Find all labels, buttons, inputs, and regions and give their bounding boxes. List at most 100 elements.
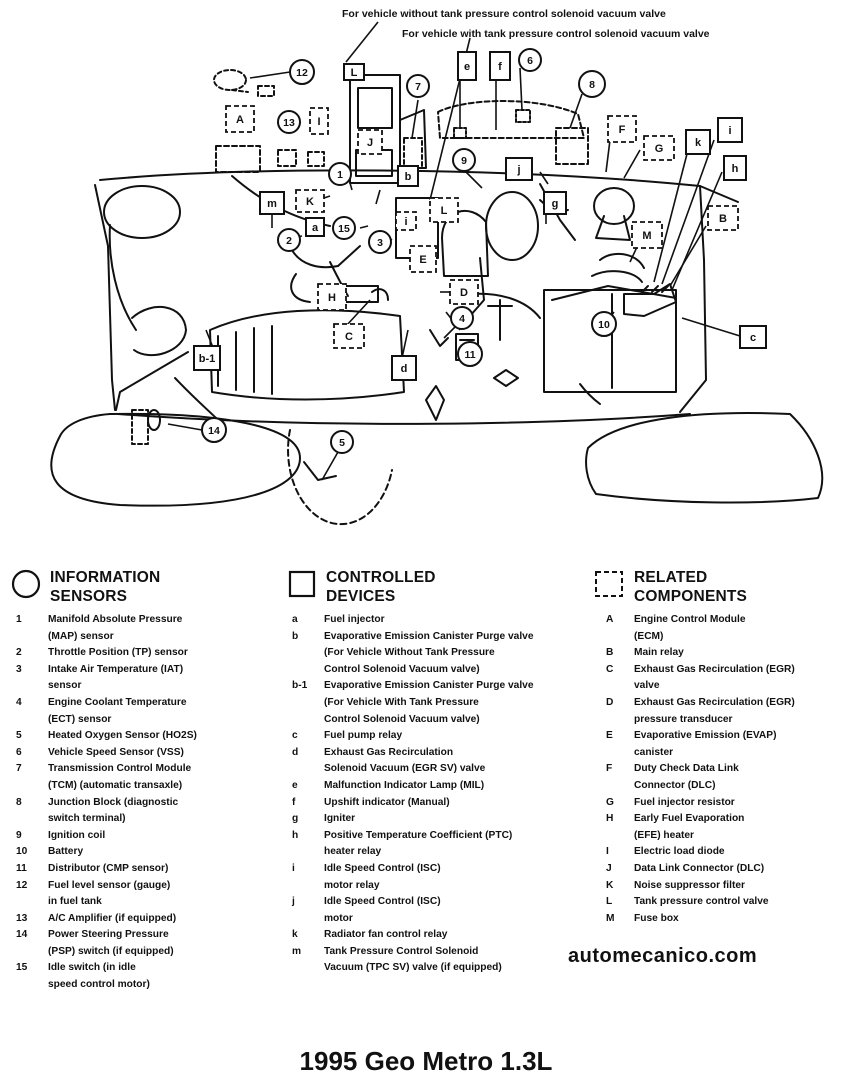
device-marker-label: g (552, 198, 559, 210)
related-marker-label: H (328, 292, 336, 304)
related-marker-label: J (367, 137, 373, 149)
leader-lines (167, 21, 741, 481)
legend-item-key: M (606, 912, 615, 924)
device-marker-L (343, 63, 365, 81)
sensor-marker-label: 4 (459, 313, 465, 325)
device-marker-label: b-1 (199, 353, 216, 365)
legend-item-key: k (292, 929, 298, 941)
related-marker-M (631, 221, 663, 249)
sensor-marker-8 (578, 70, 606, 98)
legend-item-key: h (292, 829, 299, 841)
device-marker-label: e (464, 61, 470, 73)
legend-item-key: 7 (16, 763, 22, 775)
legend-item-key: A (606, 614, 614, 625)
legend-item: 12 Fuel level sensor (gauge) in fuel tank (10, 878, 268, 911)
legend-item-text: Radiator fan control relay (324, 929, 448, 941)
sensor-marker-label: 3 (377, 237, 383, 249)
legend-item-key: C (606, 663, 614, 675)
sensor-marker-label: 2 (286, 235, 292, 247)
engine-component-diagram: For vehicle without tank pressure contro… (50, 8, 824, 526)
device-marker-label: c (750, 332, 756, 344)
legend-title-devices: CONTROLLED DEVICES (326, 568, 436, 606)
sensor-marker-5 (330, 430, 354, 454)
legend-item-text: Fuel injector resistor (634, 796, 735, 808)
legend-header-sensors: INFORMATION SENSORS (10, 568, 268, 606)
sensor-marker-7 (406, 74, 430, 98)
related-marker-C (333, 323, 365, 349)
legend-item-key: 4 (16, 696, 22, 708)
sensor-marker-label: 6 (527, 55, 533, 67)
device-marker-k (685, 129, 711, 155)
legend-item-text: Data Link Connector (DLC) (634, 862, 765, 874)
legend-item-key: D (606, 696, 614, 708)
sensor-marker-15 (332, 216, 356, 240)
sensor-marker-label: 11 (464, 349, 475, 361)
legend-item-text: Noise suppressor filter (634, 879, 745, 891)
device-marker-m (259, 191, 285, 215)
legend-item-key: m (292, 945, 302, 957)
legend-item-text: Early Fuel Evaporation (EFE) heater (634, 813, 745, 841)
sensor-marker-13 (277, 110, 301, 134)
device-marker-c (739, 325, 767, 349)
related-marker-labels: A B C D E F G H I J K L M i (236, 114, 727, 343)
device-marker-label: j (516, 164, 520, 176)
legend-item-text: Idle Speed Control (ISC) motor relay (324, 862, 441, 891)
legend-item-key: 3 (16, 663, 22, 675)
related-marker-D (449, 279, 479, 305)
legend-item-key: 12 (16, 879, 28, 891)
device-marker-e (457, 51, 477, 81)
device-marker-label: k (695, 137, 702, 149)
legend-item-text: Junction Block (diagnostic switch termin… (48, 796, 179, 825)
legend-item-text: Exhaust Gas Recirculation (EGR) pressure… (634, 696, 795, 725)
related-marker-A (225, 105, 255, 133)
legend-item-key: G (606, 796, 614, 808)
legend-item-key: 10 (16, 846, 28, 858)
device-marker-label: d (401, 363, 408, 375)
sensor-marker-10 (591, 311, 617, 337)
related-marker-label: F (619, 124, 626, 136)
legend-item-key: 9 (16, 829, 22, 841)
legend-item-text: Malfunction Indicator Lamp (MIL) (324, 779, 485, 791)
legend-item-key: 8 (16, 796, 22, 808)
related-markers (225, 105, 739, 349)
related-marker-label: E (419, 254, 426, 266)
related-marker-label: C (345, 331, 353, 343)
legend-item-text: Tank pressure control valve (634, 896, 769, 908)
device-marker-labels: a b b-1 c d e f g h i j k m L (199, 61, 756, 375)
related-marker-K (295, 189, 325, 213)
sensor-marker-4 (450, 306, 474, 330)
device-marker-f (489, 51, 511, 81)
related-marker-E (409, 245, 437, 273)
device-marker-i (717, 117, 743, 143)
legend-item-text: Transmission Control Module (TCM) (autom… (48, 763, 192, 791)
sensor-marker-label: 8 (589, 79, 595, 91)
sensor-marker-label: 13 (283, 117, 295, 129)
legend-item-key: f (292, 796, 296, 808)
device-marker-label: f (498, 61, 502, 73)
legend-item: k Radiator fan control relay (286, 927, 576, 944)
legend-title-line: SENSORS (50, 588, 128, 605)
legend-item-text: Fuel level sensor (gauge) in fuel tank (48, 879, 171, 908)
legend-item-text: Power Steering Pressure (PSP) switch (if… (48, 929, 174, 957)
legend-item-text: Evaporative Emission Canister Purge valv… (324, 680, 534, 725)
legend-item-text: Igniter (324, 813, 356, 825)
legend-item: G Fuel injector resistor (592, 795, 848, 812)
